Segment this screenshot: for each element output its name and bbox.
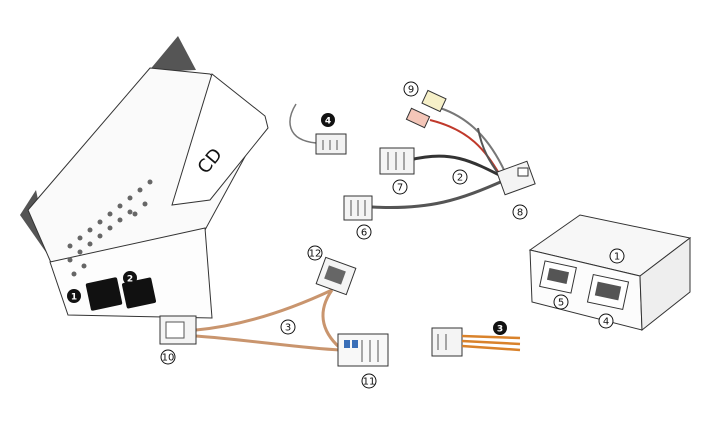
callout-black-4-text: 4 (325, 117, 331, 127)
connector-7 (379, 147, 415, 175)
callout-circled-2-text: 2 (457, 173, 463, 184)
harness-2 (343, 89, 536, 221)
cd-unit: CD (20, 36, 269, 319)
callout-circled-3: 3 (280, 319, 296, 335)
callout-circled-6-text: 6 (361, 228, 367, 239)
callout-circled-4-text: 4 (603, 317, 609, 328)
connector-4-wire (289, 103, 317, 144)
connector-12 (315, 256, 357, 296)
callout-circled-8-text: 8 (517, 208, 523, 219)
ribbon-connector-3-body (431, 327, 463, 357)
callout-circled-10: 10 (160, 349, 176, 365)
callout-black-1: 1 (67, 289, 81, 303)
callout-circled-11: 11 (361, 373, 377, 389)
harness-3 (159, 256, 389, 367)
connector-6 (343, 195, 373, 221)
ribbon-connector-3 (431, 327, 521, 357)
plug-9-yellow (421, 89, 447, 113)
ribbon-connector-3-wire-3 (461, 344, 521, 352)
callout-circled-9-text: 9 (408, 85, 414, 96)
callout-circled-4: 4 (598, 313, 614, 329)
callout-black-3-text: 3 (497, 325, 503, 335)
cd-unit-port-2 (121, 277, 157, 309)
cd-unit-corner-top (148, 36, 196, 72)
interface-box (528, 214, 692, 332)
ribbon-connector-3-wire-1 (461, 334, 521, 340)
callout-circled-8: 8 (512, 204, 528, 220)
harness-3-cable-a (195, 288, 333, 332)
callout-circled-9: 9 (403, 81, 419, 97)
callout-black-3: 3 (493, 321, 507, 335)
callout-circled-10-text: 10 (162, 353, 175, 364)
connector-4-body (315, 133, 347, 155)
callout-circled-6: 6 (356, 224, 372, 240)
callout-circled-1: 1 (609, 248, 625, 264)
callout-black-2: 2 (123, 271, 137, 285)
callout-circled-5: 5 (553, 294, 569, 310)
cd-unit-vent-holes (67, 179, 153, 277)
callout-circled-11-text: 11 (363, 377, 376, 388)
callout-circled-2: 2 (452, 169, 468, 185)
connector-11 (337, 333, 389, 367)
connector-4 (289, 103, 347, 155)
interface-box-side (639, 236, 691, 332)
callout-black-4: 4 (321, 113, 335, 127)
harness-3-cable-b (195, 334, 341, 352)
harness-2-black-wire (409, 154, 506, 180)
harness-2-gray-wire (371, 178, 506, 209)
connector-10 (159, 315, 197, 345)
callout-circled-1-text: 1 (614, 252, 620, 263)
callout-circled-3-text: 3 (285, 323, 291, 334)
callout-circled-7-text: 7 (397, 183, 403, 194)
cd-unit-right-face (171, 73, 269, 206)
cd-unit-port-1 (85, 277, 123, 311)
callout-black-1-text: 1 (71, 293, 77, 303)
harness-3-cable-c (321, 289, 342, 350)
plug-9-red (405, 107, 431, 129)
callout-circled-12-text: 12 (309, 249, 322, 260)
connector-8 (496, 160, 536, 196)
callout-circled-12: 12 (307, 245, 323, 261)
ribbon-connector-3-wire-2 (461, 339, 521, 346)
harness-2-red-wire (429, 119, 501, 176)
callout-black-2-text: 2 (127, 275, 133, 285)
callout-circled-5-text: 5 (558, 298, 564, 309)
callout-circled-7: 7 (392, 179, 408, 195)
